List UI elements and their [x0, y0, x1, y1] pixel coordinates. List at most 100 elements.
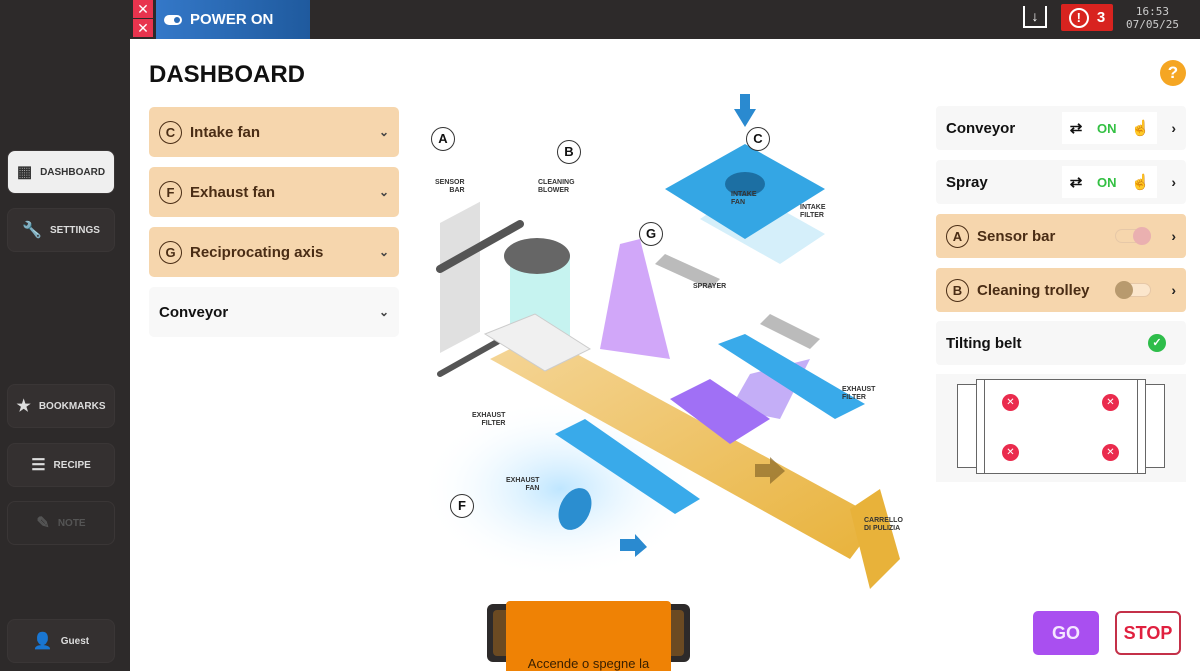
chevron-right-icon[interactable]: › — [1171, 282, 1176, 298]
exhaust-glow — [420, 399, 700, 579]
cleaning-trolley-row[interactable]: B Cleaning trolley › — [936, 268, 1186, 312]
conveyor-on: ON — [1097, 120, 1117, 136]
tilting-belt-diagram: ✕ ✕ ✕ ✕ — [936, 374, 1186, 482]
spray-on: ON — [1097, 174, 1117, 190]
accordion-label: Intake fan — [190, 123, 261, 141]
close-buttons: ✕ ✕ — [133, 0, 153, 38]
chevron-down-icon: ⌄ — [378, 305, 389, 319]
check-icon: ✓ — [1148, 334, 1166, 352]
marker-g[interactable]: G — [639, 222, 663, 246]
conveyor-status[interactable]: ⇄ ON ☝ — [1062, 112, 1158, 144]
clock: 16:53 07/05/25 — [1126, 5, 1179, 31]
badge: B — [946, 278, 969, 302]
spray-row[interactable]: Spray ⇄ ON ☝ › — [936, 160, 1186, 204]
machine-diagram — [420, 94, 900, 589]
top-bar: ✕ ✕ POWER ON ↓ ! 3 16:53 07/05/25 — [0, 0, 1200, 39]
badge: A — [946, 224, 969, 248]
accordion-label: Reciprocating axis — [190, 243, 324, 261]
stop-button[interactable]: STOP — [1115, 611, 1181, 655]
badge: G — [159, 240, 182, 264]
chevron-down-icon: ⌄ — [378, 125, 389, 139]
sidebar-item-bookmarks[interactable]: ★ BOOKMARKS — [7, 384, 115, 428]
error-x-icon: ✕ — [1002, 394, 1019, 411]
list-icon: ☰ — [31, 457, 46, 474]
chevron-right-icon[interactable]: › — [1171, 228, 1176, 244]
sensor-bar-top — [436, 220, 524, 273]
alerts-button[interactable]: ! 3 — [1061, 4, 1113, 31]
sidebar-item-dashboard[interactable]: ▦ DASHBOARD — [7, 150, 115, 194]
close-button-2[interactable]: ✕ — [133, 19, 153, 37]
error-x-icon: ✕ — [1002, 444, 1019, 461]
main-content: DASHBOARD ? C Intake fan ⌄ F Exhaust fan… — [130, 39, 1200, 671]
marker-c[interactable]: C — [746, 127, 770, 151]
go-button[interactable]: GO — [1033, 611, 1099, 655]
spray-area — [670, 379, 770, 444]
sidebar-item-label: NOTE — [57, 517, 86, 529]
sidebar-item-label: BOOKMARKS — [38, 400, 106, 412]
cleaning-blower — [504, 238, 570, 274]
accordion-label: Exhaust fan — [190, 183, 276, 201]
error-x-icon: ✕ — [1102, 394, 1119, 411]
accordion-label: Conveyor — [159, 303, 229, 321]
sidebar-item-recipe[interactable]: ☰ RECIPE — [7, 443, 115, 487]
power-toggle-button[interactable]: POWER ON — [156, 0, 310, 39]
accordion-reciprocating-axis[interactable]: G Reciprocating axis ⌄ — [149, 227, 399, 277]
spray-status[interactable]: ⇄ ON ☝ — [1062, 166, 1158, 198]
cleaning-trolley-toggle[interactable] — [1115, 281, 1152, 299]
toggle-knob — [1115, 281, 1134, 299]
page-title: DASHBOARD — [149, 61, 305, 88]
intake-fan-icon — [725, 172, 765, 196]
air-out-arrow-icon — [620, 534, 647, 557]
tooltip: Accende o spegne la — [506, 601, 671, 671]
close-button-1[interactable]: ✕ — [133, 0, 153, 18]
accordion-conveyor[interactable]: Conveyor ⌄ — [149, 287, 399, 337]
air-in-arrow-icon — [734, 94, 756, 127]
chevron-right-icon[interactable]: › — [1171, 174, 1176, 190]
cycle-icon: ⇄ — [1069, 120, 1083, 137]
badge: C — [159, 120, 182, 144]
sidebar-item-note[interactable]: ✎ NOTE — [7, 501, 115, 545]
toggle-knob — [1133, 227, 1152, 245]
date: 07/05/25 — [1126, 18, 1179, 31]
conveyor-label: Conveyor — [946, 119, 1016, 137]
help-button[interactable]: ? — [1160, 60, 1186, 86]
sensor-bar-row[interactable]: A Sensor bar › — [936, 214, 1186, 258]
conveyor-belt — [490, 334, 880, 559]
chevron-down-icon: ⌄ — [378, 245, 389, 259]
user-icon: 👤 — [32, 633, 53, 650]
alert-count: 3 — [1096, 9, 1106, 26]
exhaust-filter-right — [718, 334, 865, 419]
belt-tail — [850, 489, 900, 589]
user-button[interactable]: 👤 Guest — [7, 619, 115, 663]
chevron-down-icon: ⌄ — [378, 185, 389, 199]
reciprocating-axis — [655, 254, 720, 289]
exhaust-filter-left — [555, 419, 700, 514]
hand-pointer-icon: ☝ — [1131, 174, 1150, 191]
marker-b[interactable]: B — [557, 140, 581, 164]
wrench-icon: 🔧 — [22, 222, 42, 239]
download-icon[interactable]: ↓ — [1023, 6, 1047, 28]
error-x-icon: ✕ — [1102, 444, 1119, 461]
sensor-bar-label: Sensor bar — [977, 227, 1056, 245]
marker-f[interactable]: F — [450, 494, 474, 518]
badge: F — [159, 180, 182, 204]
conveyor-row[interactable]: Conveyor ⇄ ON ☝ › — [936, 106, 1186, 150]
belt-body — [976, 379, 1146, 474]
accordion-exhaust-fan[interactable]: F Exhaust fan ⌄ — [149, 167, 399, 217]
sensor-bar-toggle[interactable] — [1115, 227, 1152, 245]
marker-a[interactable]: A — [431, 127, 455, 151]
power-label: POWER ON — [190, 11, 274, 28]
direction-arrow-icon — [755, 457, 785, 484]
sidebar-item-settings[interactable]: 🔧 SETTINGS — [7, 208, 115, 252]
dashboard-icon: ▦ — [16, 164, 33, 181]
accordion-intake-fan[interactable]: C Intake fan ⌄ — [149, 107, 399, 157]
spray-cone — [600, 239, 670, 359]
chevron-right-icon[interactable]: › — [1171, 120, 1176, 136]
